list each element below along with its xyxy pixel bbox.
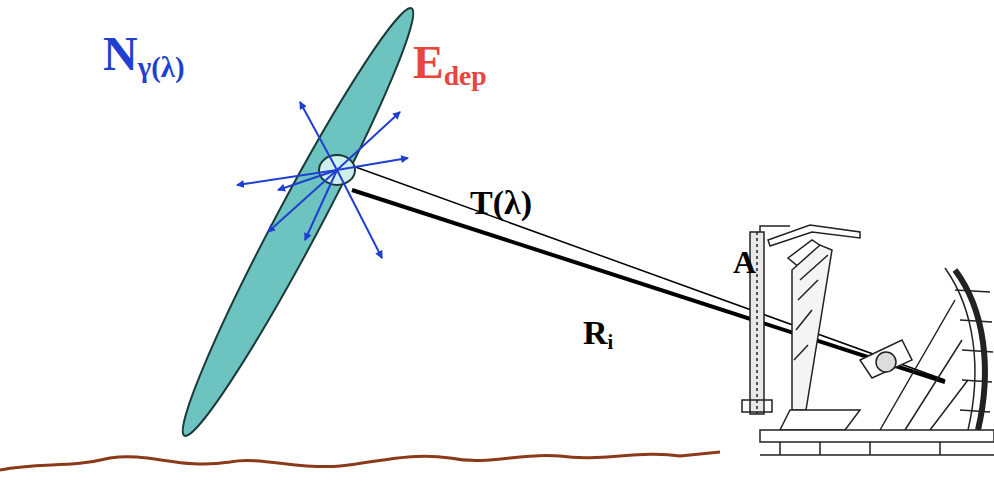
sight-line xyxy=(350,165,945,380)
symbol-label: Ri xyxy=(583,316,613,353)
air-shower xyxy=(165,0,431,446)
photon-arrows xyxy=(237,102,408,258)
ground-line xyxy=(0,452,720,470)
sight-line xyxy=(352,190,945,382)
symbol-label: T(λ) xyxy=(470,186,532,220)
symbol-label: Nγ(λ) xyxy=(103,30,184,82)
symbol-label: A xyxy=(733,246,756,278)
symbol-label: Edep xyxy=(413,40,487,89)
telescope xyxy=(742,225,994,455)
